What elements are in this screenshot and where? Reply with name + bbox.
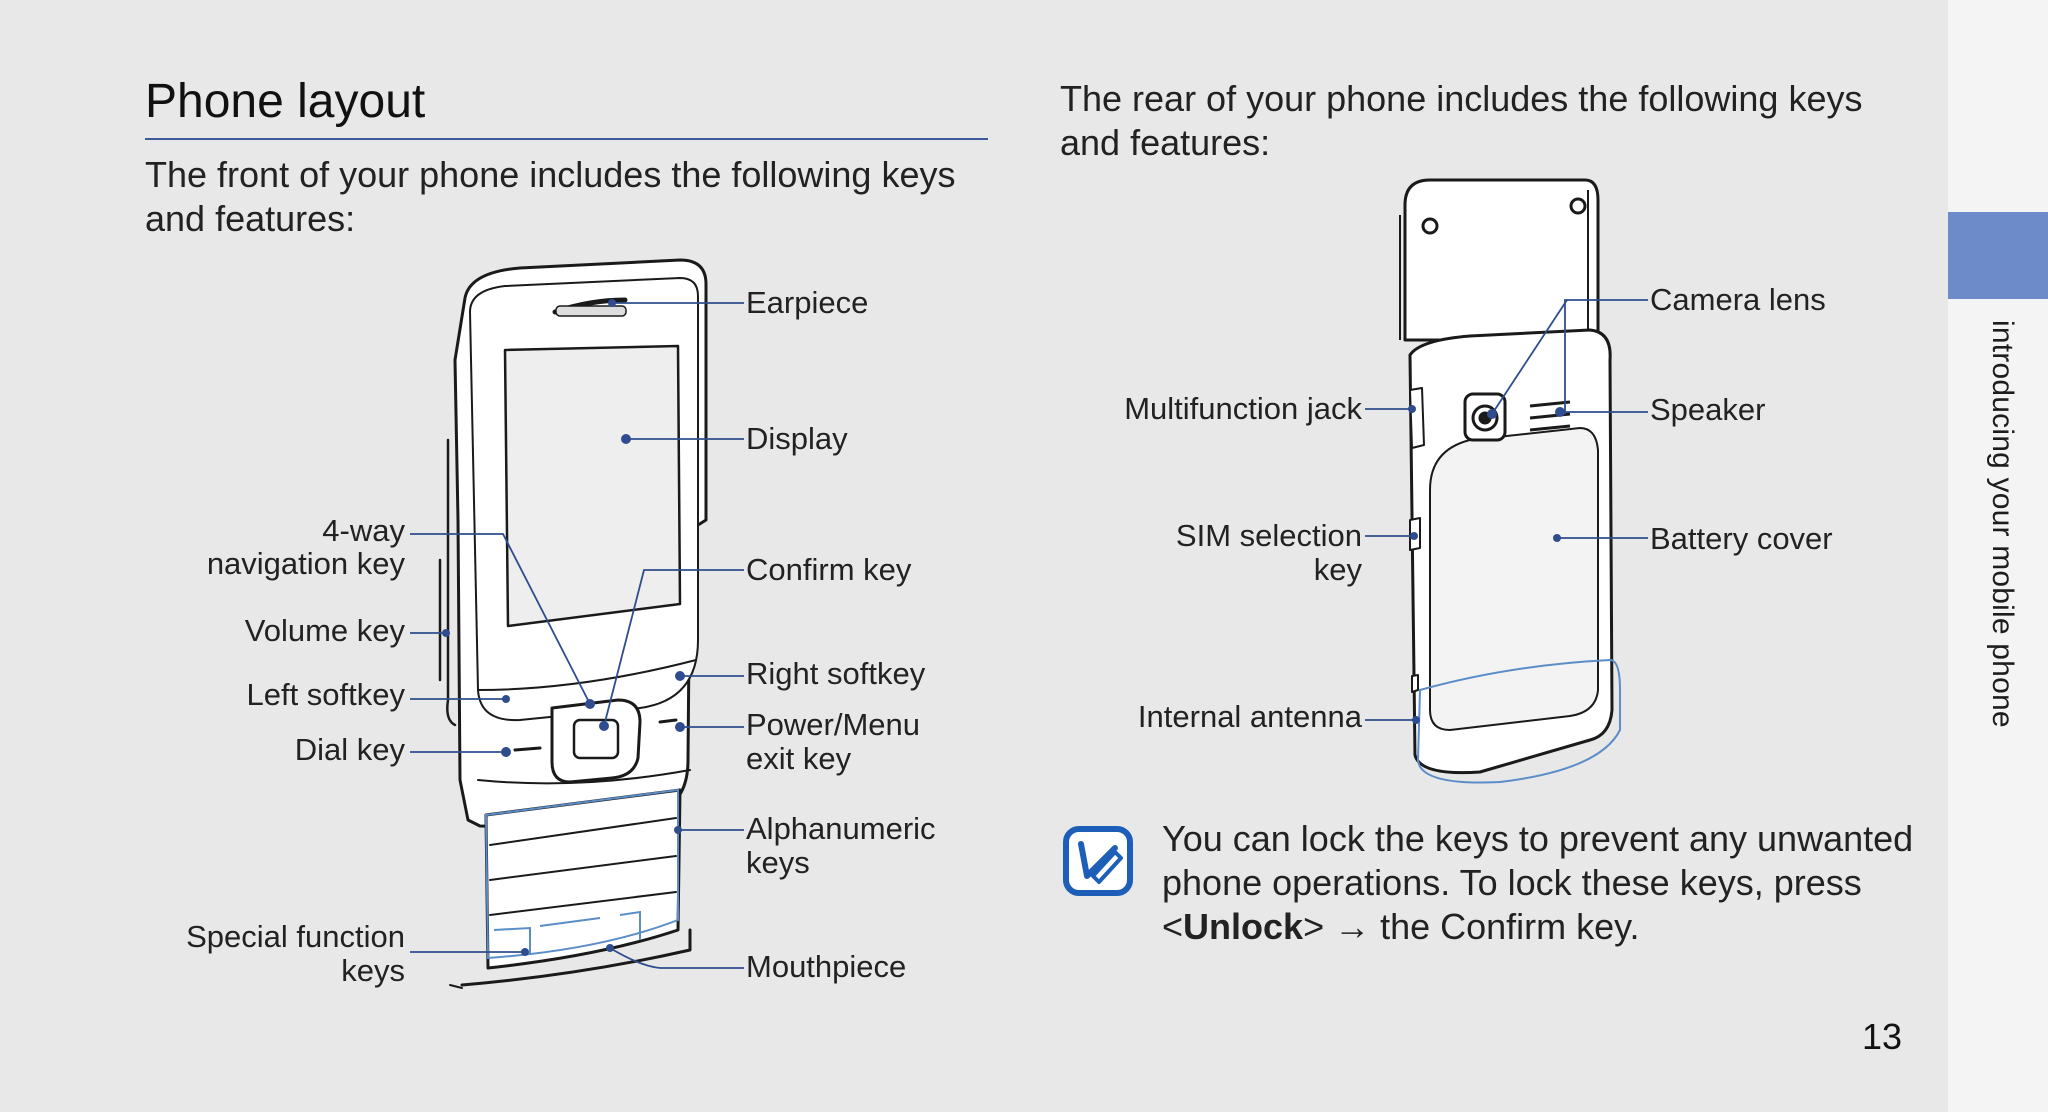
label-alpha-line2: keys xyxy=(746,845,810,880)
label-nav-key-line1: 4-way xyxy=(322,513,405,548)
section-tab-marker xyxy=(1948,212,2048,299)
note-text: You can lock the keys to prevent any unw… xyxy=(1162,817,1922,949)
label-dial-key: Dial key xyxy=(294,732,405,767)
leader-lines xyxy=(410,299,1648,969)
page-number: 13 xyxy=(1862,1016,1903,1057)
label-power-line2: exit key xyxy=(746,741,852,776)
label-earpiece: Earpiece xyxy=(746,285,869,320)
label-power-line1: Power/Menu xyxy=(746,707,921,742)
title-underline xyxy=(145,138,988,140)
manual-page xyxy=(0,0,1948,1112)
label-display: Display xyxy=(746,421,848,456)
label-internal-antenna: Internal antenna xyxy=(1137,699,1362,734)
label-camera-lens: Camera lens xyxy=(1650,282,1826,317)
label-confirm-key: Confirm key xyxy=(746,552,912,587)
label-nav-key-line2: navigation key xyxy=(206,546,405,581)
label-battery-cover: Battery cover xyxy=(1650,521,1833,556)
label-multifunction-jack: Multifunction jack xyxy=(1124,391,1362,426)
antenna-outline xyxy=(1416,658,1621,784)
front-highlight-outlines xyxy=(484,788,679,960)
label-sim-line1: SIM selection xyxy=(1175,518,1362,553)
rear-phone-drawing xyxy=(1399,178,1614,775)
front-phone-drawing xyxy=(438,258,708,989)
page-margin xyxy=(1948,0,2048,1112)
label-special-line1: Special function xyxy=(186,919,405,954)
front-intro-text: The front of your phone includes the fol… xyxy=(145,154,956,239)
label-alpha-line1: Alphanumeric xyxy=(746,811,936,846)
label-speaker: Speaker xyxy=(1650,392,1766,427)
label-right-softkey: Right softkey xyxy=(746,656,926,691)
label-volume-key: Volume key xyxy=(244,613,405,648)
section-label: introducing your mobile phone xyxy=(1986,320,2019,728)
page-title: Phone layout xyxy=(145,75,426,128)
note-text-before: You can lock the keys to prevent any unw… xyxy=(1162,818,1914,947)
label-sim-line2: key xyxy=(1313,552,1362,587)
note-unlock-key: Unlock xyxy=(1183,906,1304,947)
rear-intro-text: The rear of your phone includes the foll… xyxy=(1060,78,1863,163)
label-mouthpiece: Mouthpiece xyxy=(746,949,907,984)
note-text-after: > → the Confirm key. xyxy=(1303,906,1640,947)
note-icon xyxy=(1063,826,1133,896)
leader-dots xyxy=(442,299,1565,956)
label-left-softkey: Left softkey xyxy=(246,677,405,712)
label-special-line2: keys xyxy=(341,953,405,988)
